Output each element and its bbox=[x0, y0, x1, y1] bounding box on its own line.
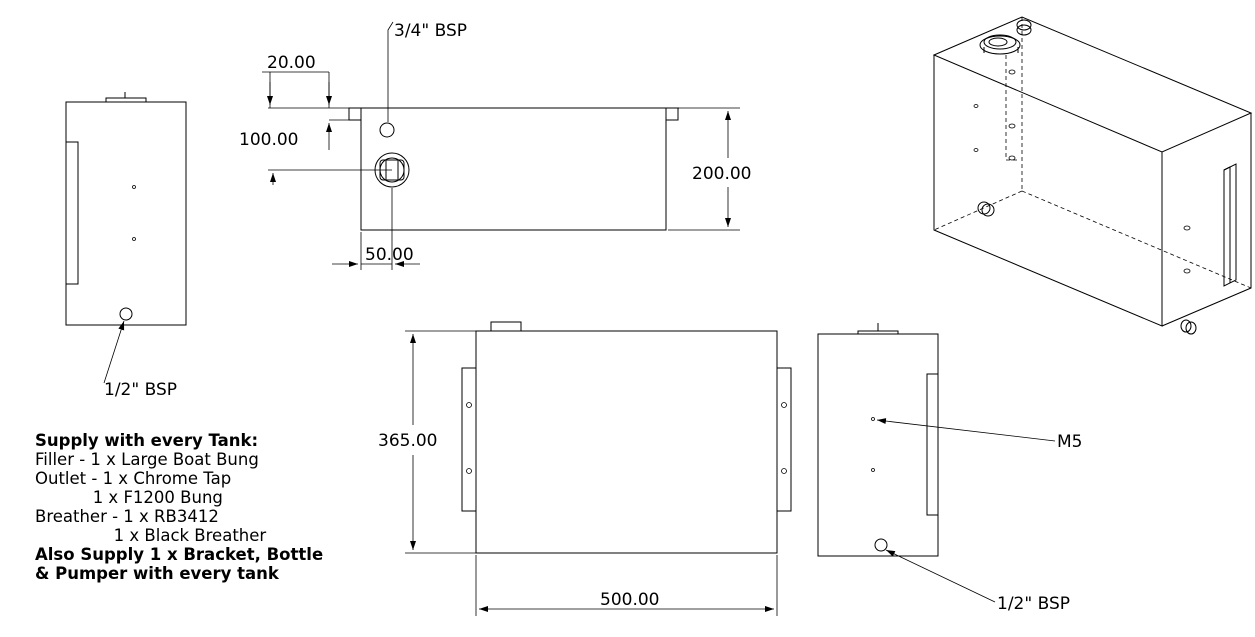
iso-filler-icon bbox=[979, 19, 1032, 55]
notes-also: & Pumper with every tank bbox=[35, 564, 279, 583]
dim-20: 20.00 bbox=[267, 53, 316, 73]
outlet-port-right-icon bbox=[874, 538, 888, 552]
notes-heading: Supply with every Tank: bbox=[35, 431, 259, 450]
right-side-view: M5 1/2" BSP bbox=[817, 323, 1082, 614]
dim-200: 200.00 bbox=[692, 164, 751, 184]
dim-100: 100.00 bbox=[239, 130, 298, 150]
callout-half-bsp-right: 1/2" BSP bbox=[997, 594, 1070, 614]
notes-line: Filler - 1 x Large Boat Bung bbox=[35, 450, 259, 469]
callout-m5: M5 bbox=[1057, 432, 1082, 452]
notes-line: 1 x F1200 Bung bbox=[35, 488, 223, 507]
dim-365: 365.00 bbox=[378, 431, 437, 451]
supply-notes: Supply with every Tank: Filler - 1 x Lar… bbox=[35, 431, 323, 583]
left-side-view: 1/2" BSP bbox=[65, 92, 187, 400]
dim-500: 500.00 bbox=[600, 590, 659, 610]
breather-port-icon bbox=[379, 122, 395, 138]
notes-line: Breather - 1 x RB3412 bbox=[35, 507, 219, 526]
callout-three-quarter-bsp: 3/4" BSP bbox=[394, 21, 467, 41]
notes-line: Outlet - 1 x Chrome Tap bbox=[35, 469, 232, 488]
notes-also: Also Supply 1 x Bracket, Bottle bbox=[35, 545, 324, 564]
plan-view: 365.00 500.00 bbox=[378, 321, 792, 616]
isometric-view bbox=[932, 16, 1253, 335]
callout-half-bsp-left: 1/2" BSP bbox=[104, 380, 177, 400]
front-view: 3/4" BSP 20.00 100.00 200.00 50.00 bbox=[239, 21, 751, 270]
dim-50: 50.00 bbox=[365, 245, 414, 265]
notes-line: 1 x Black Breather bbox=[35, 526, 267, 545]
outlet-port-icon bbox=[119, 307, 133, 321]
